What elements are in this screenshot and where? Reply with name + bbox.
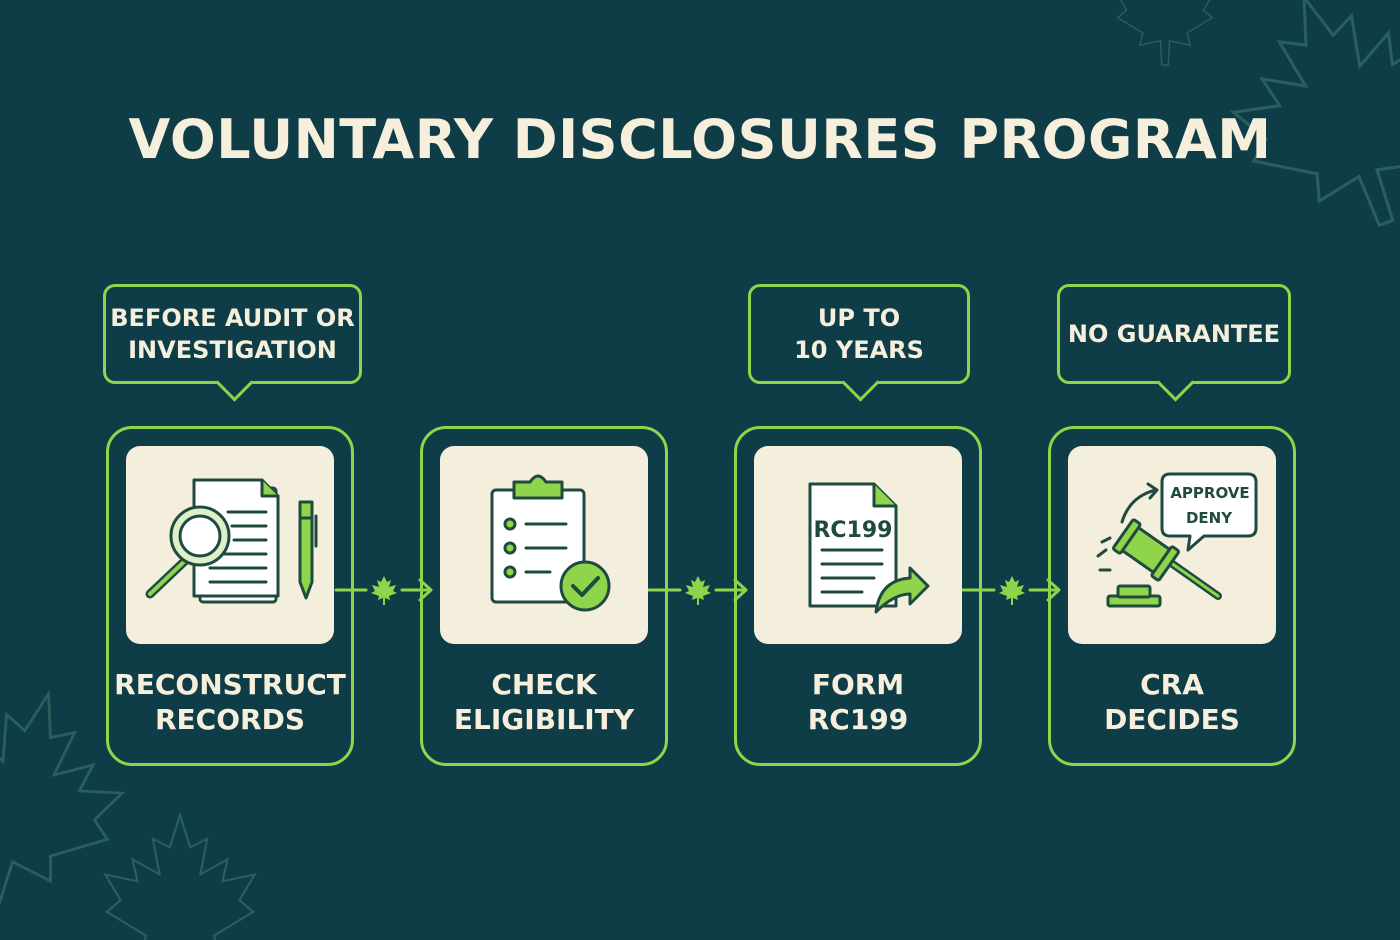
step-cra-decides: APPROVE DENY CRA DECIDES xyxy=(1048,426,1296,766)
callout-text: UP TO 10 YEARS xyxy=(794,304,924,364)
callout-text: NO GUARANTEE xyxy=(1067,320,1281,348)
form-document-icon: RC199 xyxy=(808,482,930,614)
step-icon-card: RC199 xyxy=(754,446,962,644)
form-code-text: RC199 xyxy=(813,518,892,543)
callout-up-to-years: UP TO 10 YEARS xyxy=(748,284,970,402)
step-icon-card xyxy=(126,446,334,644)
step-check-eligibility: CHECK ELIGIBILITY xyxy=(420,426,668,766)
maple-leaf-icon xyxy=(104,813,256,940)
approve-text: APPROVE xyxy=(1170,484,1249,502)
step-label: RECONSTRUCT RECORDS xyxy=(114,668,346,736)
maple-leaf-icon xyxy=(1115,0,1215,66)
step-label: CHECK ELIGIBILITY xyxy=(453,668,635,736)
step-reconstruct-records: RECONSTRUCT RECORDS xyxy=(106,426,354,766)
magnifier-documents-icon xyxy=(145,478,318,604)
callout-no-guarantee: NO GUARANTEE xyxy=(1057,284,1291,402)
page-title: VOLUNTARY DISCLOSURES PROGRAM xyxy=(128,108,1272,171)
deny-text: DENY xyxy=(1186,509,1233,527)
callout-text: BEFORE AUDIT OR INVESTIGATION xyxy=(110,304,355,364)
step-form-rc199: RC199 FORM RC199 xyxy=(734,426,982,766)
clipboard-check-icon xyxy=(490,474,611,612)
gavel-icon: APPROVE DENY xyxy=(1096,472,1258,608)
step-icon-card: APPROVE DENY xyxy=(1068,446,1276,644)
callout-before-audit: BEFORE AUDIT OR INVESTIGATION xyxy=(103,284,362,402)
step-label: CRA DECIDES xyxy=(1104,668,1240,736)
step-icon-card xyxy=(440,446,648,644)
step-label: FORM RC199 xyxy=(807,668,909,736)
